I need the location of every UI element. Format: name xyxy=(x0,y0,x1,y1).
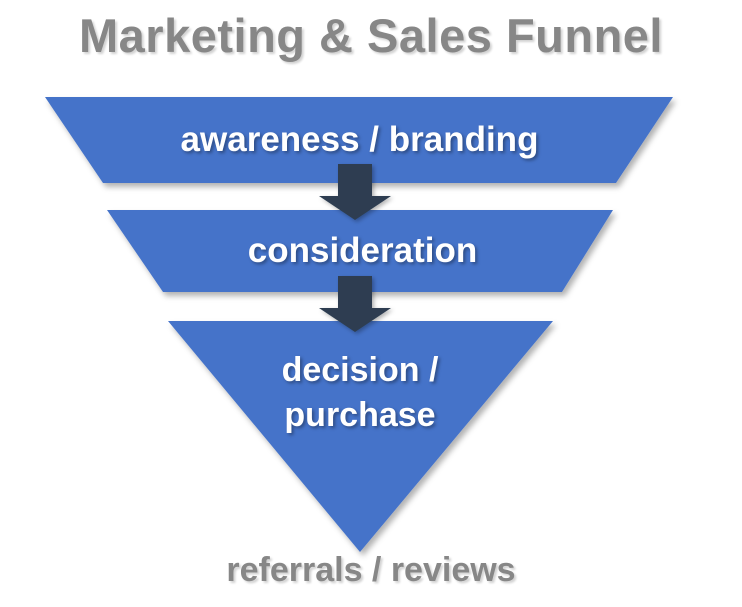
funnel-stage-awareness-shape xyxy=(45,97,673,183)
diagram-title: Marketing & Sales Funnel xyxy=(79,9,663,62)
down-arrow-icon xyxy=(319,164,391,220)
funnel-stage-decision-shape xyxy=(168,321,553,552)
footer-caption: referrals / reviews xyxy=(226,551,516,589)
down-arrow-icon xyxy=(319,276,391,332)
funnel-stage-consideration-shape xyxy=(107,210,613,292)
